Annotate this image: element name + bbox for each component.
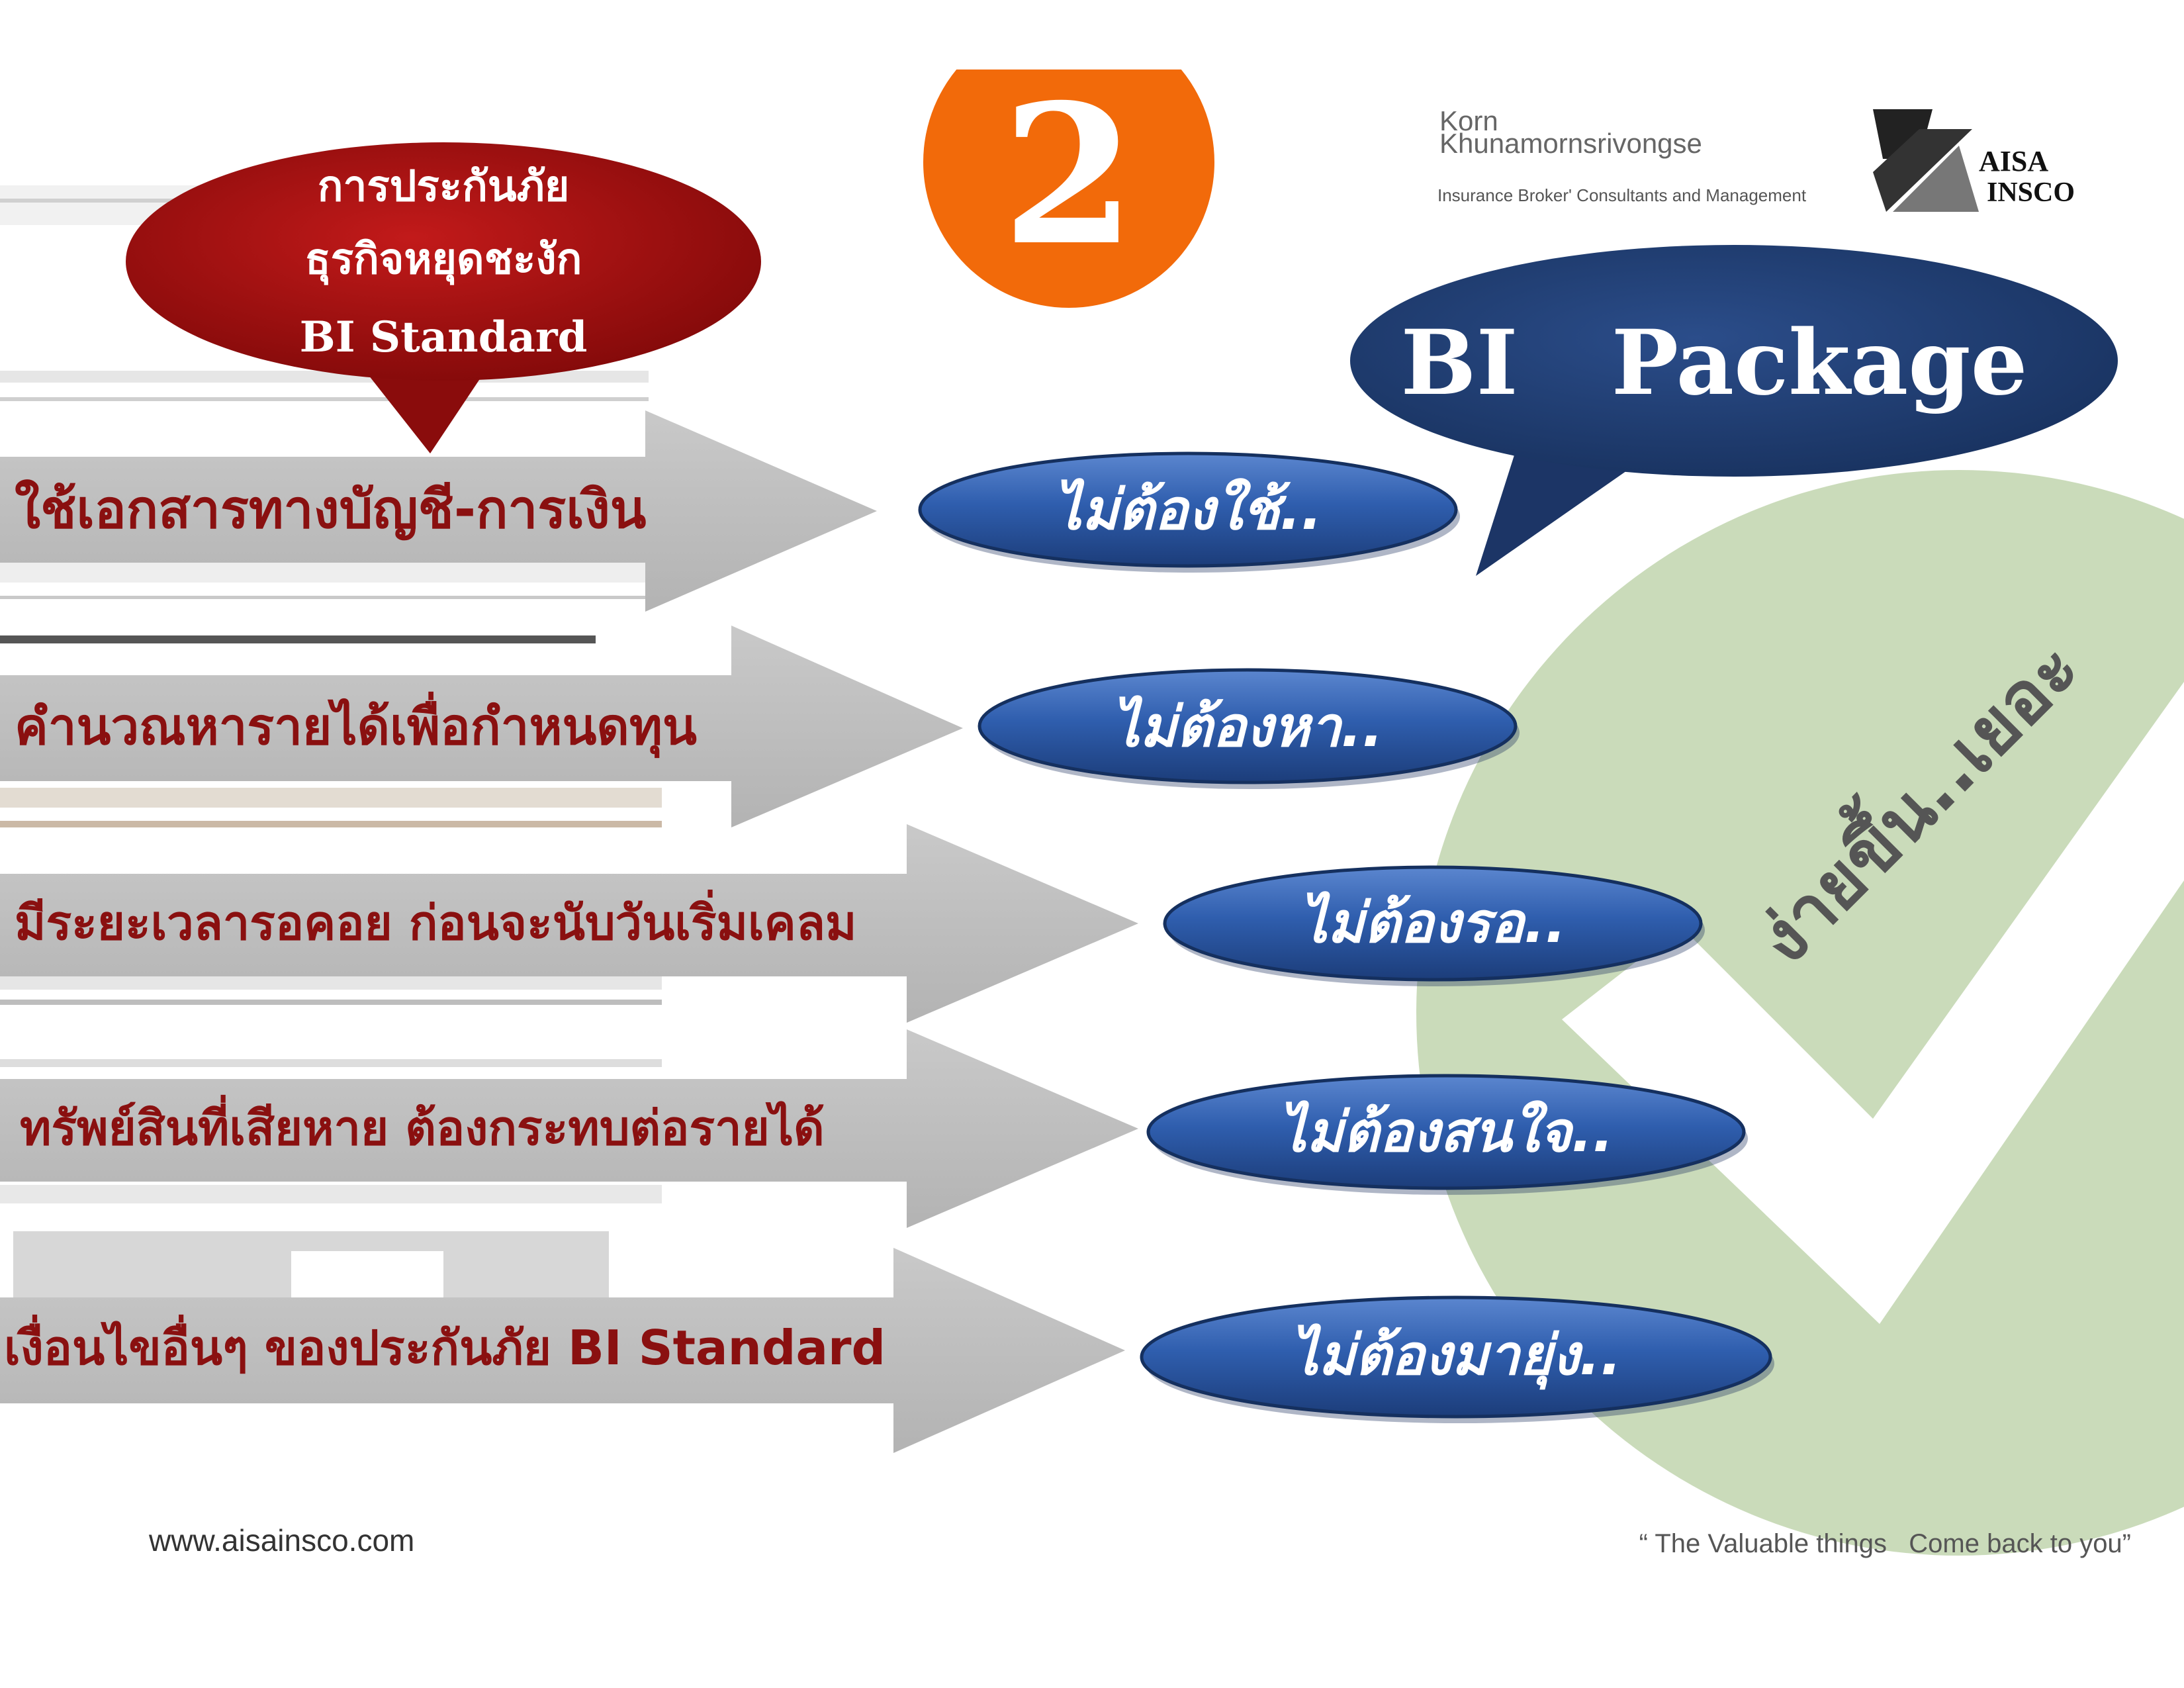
step-number-circle — [913, 0, 1224, 308]
arrow-label-5: เงื่อนไขอื่นๆ ของประกันภัย BI Standard — [4, 1320, 886, 1376]
bubble-line-3: BI Standard — [299, 312, 588, 362]
pill-label-1: ไม่ต้องใช้.. — [1054, 477, 1322, 542]
pill-shapes — [918, 451, 1774, 1423]
red-speech-bubble — [126, 142, 761, 453]
pill-label-2: ไม่ต้องหา.. — [1112, 694, 1383, 759]
aisa-logo-top: AISA — [1979, 145, 2049, 177]
korn-logo-line2: Khunamornsrivongse — [1439, 128, 1702, 159]
aisa-logo-mark — [1873, 109, 1979, 212]
pill-label-5: ไม่ต้องมายุ่ง.. — [1290, 1323, 1622, 1387]
arrow-label-2: คำนวณหารายได้เพื่อกำหนดทุน — [15, 697, 697, 756]
bubble-line-1: การประกันภัย — [317, 162, 570, 211]
step-number: 2 — [1002, 63, 1136, 288]
check-mark-graphic — [1416, 470, 2184, 1556]
navy-speech-bubble — [1350, 245, 2118, 576]
bubble-line-2: ธุรกิจหยุดชะงัก — [304, 234, 582, 284]
pill-label-3: ไม่ต้องรอ.. — [1299, 890, 1567, 955]
pill-label-4: ไม่ต้องสนใจ.. — [1278, 1100, 1614, 1164]
korn-logo-subtitle: Insurance Broker' Consultants and Manage… — [1437, 185, 1807, 205]
aisa-logo-bottom: INSCO — [1987, 177, 2075, 208]
arrow-shapes — [0, 410, 1138, 1453]
korn-logo-line1: Korn — [1439, 105, 1498, 136]
arrow-label-1: ใช้เอกสารทางบัญชี-การเงิน — [15, 479, 647, 540]
bi-package-title: BI Package — [1400, 310, 2028, 415]
arrow-label-4: ทรัพย์สินที่เสียหาย ต้องกระทบต่อรายได้ — [20, 1100, 825, 1156]
website-link[interactable]: www.aisainsco.com — [149, 1523, 415, 1558]
tagline: “ The Valuable things Come back to you” — [1639, 1529, 2131, 1558]
arrow-label-3: มีระยะเวลารอคอย ก่อนจะนับวันเริ่มเคลม — [15, 895, 857, 951]
